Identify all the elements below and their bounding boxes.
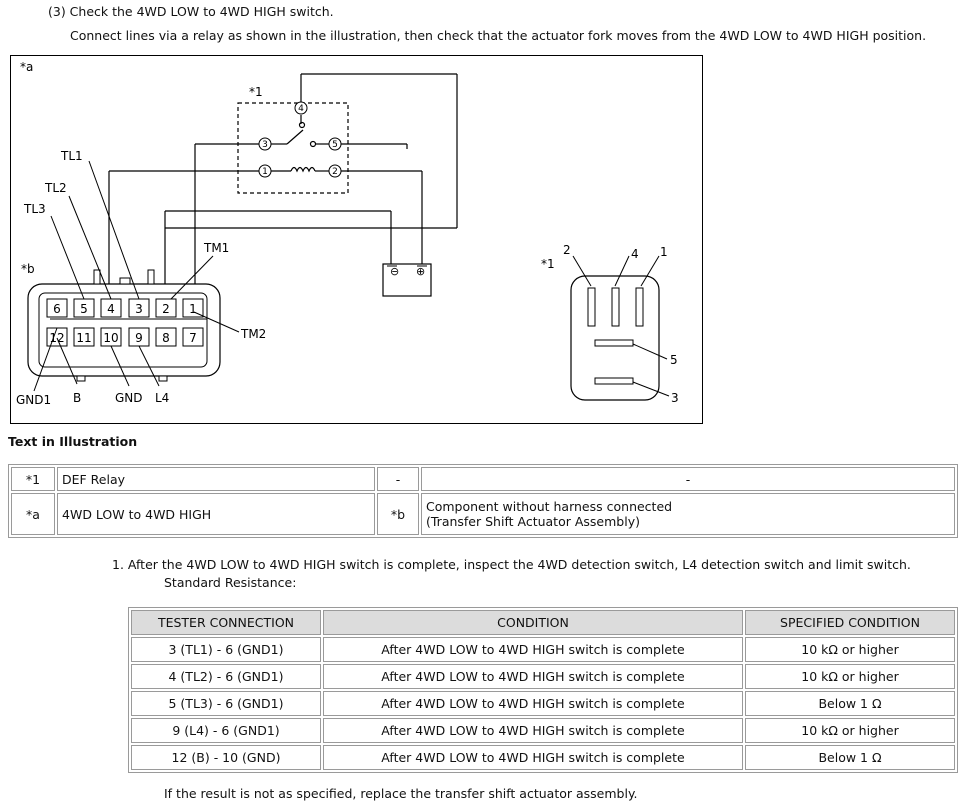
cell-specified-condition: 10 kΩ or higher bbox=[745, 664, 955, 689]
battery-negative: ⊖ bbox=[390, 265, 399, 278]
label-l4: L4 bbox=[155, 391, 169, 405]
relay-terminal-2: 2 bbox=[332, 167, 338, 177]
legend-row: *1 DEF Relay - - bbox=[11, 467, 955, 491]
cell-tester-connection: 5 (TL3) - 6 (GND1) bbox=[131, 691, 321, 716]
cell-specified-condition: Below 1 Ω bbox=[745, 691, 955, 716]
legend-row: *a 4WD LOW to 4WD HIGH *b Component with… bbox=[11, 493, 955, 535]
label-gnd1: GND1 bbox=[16, 393, 51, 407]
cell-specified-condition: 10 kΩ or higher bbox=[745, 718, 955, 743]
pin-11: 11 bbox=[76, 331, 91, 345]
legend-key: - bbox=[377, 467, 419, 491]
step-heading: (3) Check the 4WD LOW to 4WD HIGH switch… bbox=[48, 4, 334, 19]
pin-9: 9 bbox=[135, 331, 143, 345]
cell-specified-condition: 10 kΩ or higher bbox=[745, 637, 955, 662]
legend-value-line2: (Transfer Shift Actuator Assembly) bbox=[426, 514, 640, 529]
relay-terminal-1: 1 bbox=[262, 167, 268, 177]
table-row: 9 (L4) - 6 (GND1) After 4WD LOW to 4WD H… bbox=[131, 718, 955, 743]
pin-4: 4 bbox=[107, 302, 115, 316]
footer-note: If the result is not as specified, repla… bbox=[164, 786, 638, 801]
legend-value: 4WD LOW to 4WD HIGH bbox=[57, 493, 375, 535]
callout-1-right: *1 bbox=[541, 257, 555, 271]
pin-6: 6 bbox=[53, 302, 61, 316]
pin-5: 5 bbox=[80, 302, 88, 316]
pin-7: 7 bbox=[189, 331, 197, 345]
inspection-step: 1. After the 4WD LOW to 4WD HIGH switch … bbox=[112, 557, 911, 572]
relay-view-3: 3 bbox=[671, 391, 679, 405]
header-condition: CONDITION bbox=[323, 610, 743, 635]
table-row: 12 (B) - 10 (GND) After 4WD LOW to 4WD H… bbox=[131, 745, 955, 770]
header-tester-connection: TESTER CONNECTION bbox=[131, 610, 321, 635]
label-gnd: GND bbox=[115, 391, 143, 405]
relay-terminal-4: 4 bbox=[298, 104, 304, 114]
actuator-connector bbox=[27, 269, 221, 382]
connector-pins: 6 5 4 3 2 1 12 11 10 9 bbox=[46, 298, 204, 347]
legend-value: - bbox=[421, 467, 955, 491]
legend-key: *1 bbox=[11, 467, 55, 491]
pin-10: 10 bbox=[103, 331, 118, 345]
relay-terminal-view: 2 4 1 5 3 bbox=[563, 243, 679, 405]
callout-b: *b bbox=[21, 262, 35, 276]
resistance-table: TESTER CONNECTION CONDITION SPECIFIED CO… bbox=[128, 607, 958, 773]
header-specified-condition: SPECIFIED CONDITION bbox=[745, 610, 955, 635]
legend-key: *b bbox=[377, 493, 419, 535]
wires bbox=[108, 73, 458, 301]
cell-condition: After 4WD LOW to 4WD HIGH switch is comp… bbox=[323, 637, 743, 662]
legend-value: DEF Relay bbox=[57, 467, 375, 491]
table-row: 5 (TL3) - 6 (GND1) After 4WD LOW to 4WD … bbox=[131, 691, 955, 716]
legend-table: *1 DEF Relay - - *a 4WD LOW to 4WD HIGH … bbox=[8, 464, 958, 538]
label-tm1: TM1 bbox=[203, 241, 229, 255]
cell-tester-connection: 9 (L4) - 6 (GND1) bbox=[131, 718, 321, 743]
relay-terminals: 4 3 5 1 2 bbox=[258, 101, 342, 178]
label-tl2: TL2 bbox=[44, 181, 67, 195]
wiring-illustration: *a *b *1 *1 bbox=[10, 55, 703, 424]
cell-condition: After 4WD LOW to 4WD HIGH switch is comp… bbox=[323, 691, 743, 716]
cell-tester-connection: 3 (TL1) - 6 (GND1) bbox=[131, 637, 321, 662]
battery-positive: ⊕ bbox=[416, 265, 425, 278]
callout-1: *1 bbox=[249, 85, 263, 99]
leader-lines bbox=[33, 160, 240, 392]
relay-terminal-5: 5 bbox=[332, 140, 338, 150]
cell-condition: After 4WD LOW to 4WD HIGH switch is comp… bbox=[323, 664, 743, 689]
cell-condition: After 4WD LOW to 4WD HIGH switch is comp… bbox=[323, 745, 743, 770]
callout-a: *a bbox=[20, 60, 33, 74]
pin-row-top: 6 5 4 3 2 1 bbox=[46, 298, 204, 318]
legend-value-line1: Component without harness connected bbox=[426, 499, 673, 514]
cell-tester-connection: 12 (B) - 10 (GND) bbox=[131, 745, 321, 770]
label-tl3: TL3 bbox=[23, 202, 46, 216]
legend-key: *a bbox=[11, 493, 55, 535]
label-tl1: TL1 bbox=[60, 149, 83, 163]
relay-view-5: 5 bbox=[670, 353, 678, 367]
cell-tester-connection: 4 (TL2) - 6 (GND1) bbox=[131, 664, 321, 689]
relay-terminal-3: 3 bbox=[262, 140, 268, 150]
cell-condition: After 4WD LOW to 4WD HIGH switch is comp… bbox=[323, 718, 743, 743]
relay-view-1: 1 bbox=[660, 245, 668, 259]
table-row: 3 (TL1) - 6 (GND1) After 4WD LOW to 4WD … bbox=[131, 637, 955, 662]
pin-2: 2 bbox=[162, 302, 170, 316]
label-b: B bbox=[73, 391, 81, 405]
battery: ⊖ ⊕ bbox=[382, 263, 432, 297]
standard-resistance-label: Standard Resistance: bbox=[164, 575, 297, 590]
pin-1: 1 bbox=[189, 302, 197, 316]
pin-8: 8 bbox=[162, 331, 170, 345]
table-row: 4 (TL2) - 6 (GND1) After 4WD LOW to 4WD … bbox=[131, 664, 955, 689]
relay-view-4: 4 bbox=[631, 247, 639, 261]
pin-row-bottom: 12 11 10 9 8 7 bbox=[46, 327, 204, 347]
cell-specified-condition: Below 1 Ω bbox=[745, 745, 955, 770]
text-in-illustration-title: Text in Illustration bbox=[8, 434, 138, 449]
table-header-row: TESTER CONNECTION CONDITION SPECIFIED CO… bbox=[131, 610, 955, 635]
pin-3: 3 bbox=[135, 302, 143, 316]
wiring-diagram: *a *b *1 *1 bbox=[16, 60, 679, 407]
label-tm2: TM2 bbox=[240, 327, 266, 341]
legend-value: Component without harness connected (Tra… bbox=[421, 493, 955, 535]
step-instruction: Connect lines via a relay as shown in th… bbox=[70, 28, 927, 43]
relay-view-2: 2 bbox=[563, 243, 571, 257]
